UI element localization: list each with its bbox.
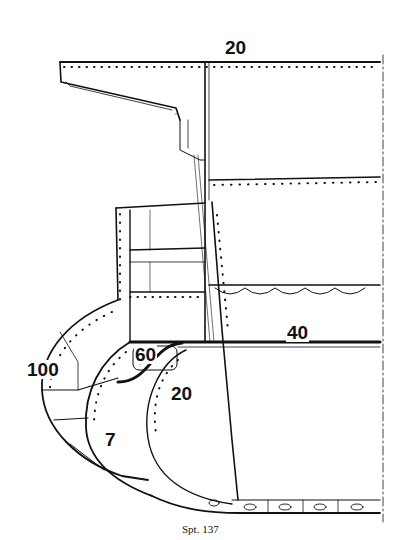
plate-thickness: 20 bbox=[224, 38, 247, 57]
plate-thickness: 60 bbox=[134, 345, 157, 364]
plate-thickness: 40 bbox=[286, 323, 309, 342]
frame-caption: Spt. 137 bbox=[182, 524, 219, 535]
plate-thickness: 100 bbox=[26, 360, 60, 379]
plate-thickness: 7 bbox=[104, 430, 117, 449]
plate-thickness: 20 bbox=[170, 384, 193, 403]
